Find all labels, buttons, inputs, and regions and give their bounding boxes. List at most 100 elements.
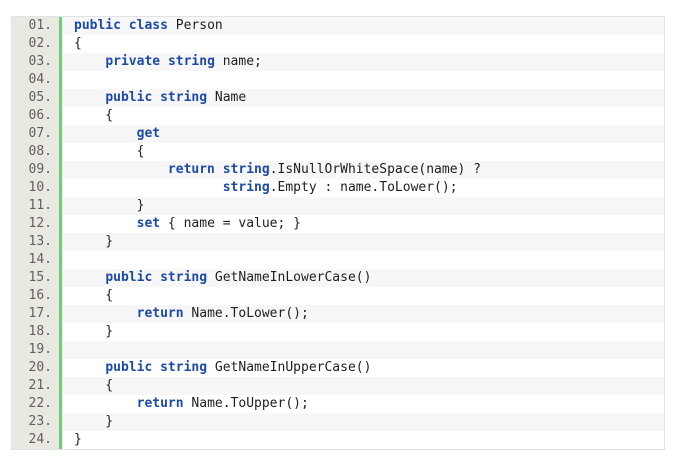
keyword-token: class — [128, 18, 168, 33]
line-number: 24. — [12, 431, 62, 449]
keyword-token: private — [105, 54, 161, 69]
code-line: 06. { — [12, 107, 664, 125]
code-text: { — [62, 287, 664, 305]
text-token — [121, 18, 129, 33]
text-token — [74, 270, 105, 285]
text-token: { name = value; } — [160, 216, 301, 231]
text-token: Name.ToUpper(); — [183, 396, 309, 411]
code-text: } — [62, 233, 664, 251]
text-token: { — [74, 144, 145, 159]
text-token — [152, 270, 160, 285]
keyword-token: public — [105, 90, 153, 105]
text-token: .IsNullOrWhiteSpace(name) ? — [269, 162, 482, 177]
code-text: } — [62, 197, 664, 215]
code-line: 07. get — [12, 125, 664, 143]
keyword-token: string — [160, 360, 208, 375]
code-line: 12. set { name = value; } — [12, 215, 664, 233]
code-line: 08. { — [12, 143, 664, 161]
keyword-token: public — [105, 360, 153, 375]
line-number: 20. — [12, 359, 62, 377]
code-text — [62, 71, 664, 89]
text-token: } — [74, 324, 114, 339]
keyword-token: string — [222, 180, 270, 195]
line-number: 19. — [12, 341, 62, 359]
code-text: public string GetNameInLowerCase() — [62, 269, 664, 287]
text-token: } — [74, 414, 114, 429]
text-token — [152, 90, 160, 105]
code-text: } — [62, 413, 664, 431]
keyword-token: set — [136, 216, 161, 231]
keyword-token: public — [105, 270, 153, 285]
code-line: 13. } — [12, 233, 664, 251]
code-text: return string.IsNullOrWhiteSpace(name) ? — [62, 161, 664, 179]
code-text — [62, 251, 664, 269]
keyword-token: string — [160, 270, 208, 285]
code-text: { — [62, 143, 664, 161]
code-text: set { name = value; } — [62, 215, 664, 233]
code-line: 10. string.Empty : name.ToLower(); — [12, 179, 664, 197]
code-line: 19. — [12, 341, 664, 359]
code-text: { — [62, 107, 664, 125]
code-line: 18. } — [12, 323, 664, 341]
code-line: 15. public string GetNameInLowerCase() — [12, 269, 664, 287]
line-number: 16. — [12, 287, 62, 305]
text-token — [160, 54, 168, 69]
code-line: 05. public string Name — [12, 89, 664, 107]
keyword-token: return — [167, 162, 215, 177]
keyword-token: return — [136, 396, 184, 411]
code-text: { — [62, 35, 664, 53]
text-token: name; — [214, 54, 262, 69]
text-token: GetNameInLowerCase() — [207, 270, 372, 285]
line-number: 04. — [12, 71, 62, 89]
code-line: 22. return Name.ToUpper(); — [12, 395, 664, 413]
line-number: 03. — [12, 53, 62, 71]
code-line: 24.} — [12, 431, 664, 449]
code-line: 17. return Name.ToLower(); — [12, 305, 664, 323]
code-line: 23. } — [12, 413, 664, 431]
code-line: 14. — [12, 251, 664, 269]
code-text — [62, 341, 664, 359]
code-text: { — [62, 377, 664, 395]
line-number: 08. — [12, 143, 62, 161]
line-number: 07. — [12, 125, 62, 143]
line-number: 01. — [12, 17, 62, 35]
text-token — [74, 306, 137, 321]
text-token: GetNameInUpperCase() — [207, 360, 372, 375]
line-number: 18. — [12, 323, 62, 341]
text-token — [74, 126, 137, 141]
text-token: { — [74, 36, 82, 51]
text-token — [152, 360, 160, 375]
text-token: .Empty : name.ToLower(); — [269, 180, 458, 195]
text-token — [74, 180, 223, 195]
text-token — [74, 162, 168, 177]
code-text: public string GetNameInUpperCase() — [62, 359, 664, 377]
keyword-token: string — [222, 162, 270, 177]
keyword-token: public — [74, 18, 121, 33]
line-number: 14. — [12, 251, 62, 269]
line-number: 05. — [12, 89, 62, 107]
code-line: 09. return string.IsNullOrWhiteSpace(nam… — [12, 161, 664, 179]
text-token: } — [74, 198, 145, 213]
keyword-token: return — [136, 306, 184, 321]
line-number: 09. — [12, 161, 62, 179]
line-number: 06. — [12, 107, 62, 125]
code-line: 11. } — [12, 197, 664, 215]
text-token: Name — [207, 90, 247, 105]
text-token: { — [74, 288, 114, 303]
text-token — [74, 360, 105, 375]
line-number: 13. — [12, 233, 62, 251]
code-line: 01.public class Person — [12, 17, 664, 35]
keyword-token: get — [136, 126, 161, 141]
text-token — [74, 396, 137, 411]
text-token: Name.ToLower(); — [183, 306, 309, 321]
code-line: 04. — [12, 71, 664, 89]
text-token: { — [74, 108, 114, 123]
text-token — [74, 54, 105, 69]
keyword-token: string — [160, 90, 208, 105]
code-text: public class Person — [62, 17, 664, 35]
code-text: private string name; — [62, 53, 664, 71]
line-number: 02. — [12, 35, 62, 53]
code-text: string.Empty : name.ToLower(); — [62, 179, 664, 197]
line-number: 21. — [12, 377, 62, 395]
